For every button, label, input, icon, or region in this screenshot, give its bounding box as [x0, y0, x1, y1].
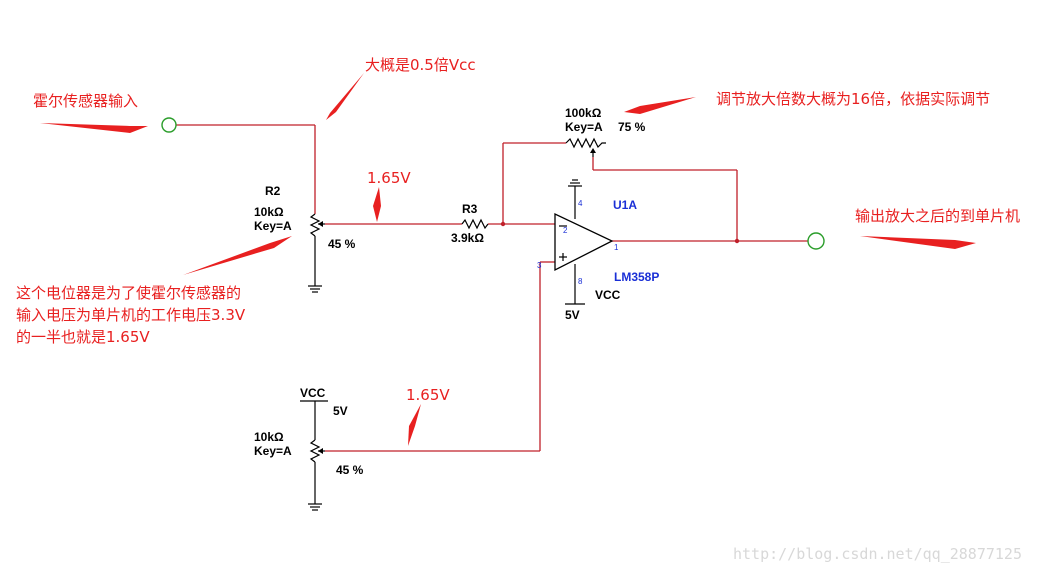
arrow-icon [40, 123, 148, 133]
opamp-part: LM358P [614, 270, 659, 284]
feedback-percent: 75 % [618, 120, 646, 134]
feedback-value: 100kΩ [565, 106, 602, 120]
r2-percent: 45 % [328, 237, 356, 251]
arrow-icon [408, 404, 421, 446]
annotation-pot-note-line1: 这个电位器是为了使霍尔传感器的 [16, 284, 241, 302]
opamp-pin-vminus: 8 [578, 277, 583, 286]
supply-pot-name: VCC [300, 386, 326, 400]
supply-op-voltage: 5V [565, 308, 580, 322]
supply-op-name: VCC [595, 288, 621, 302]
r3-value: 3.9kΩ [451, 231, 484, 245]
arrow-icon [373, 187, 381, 222]
feedback-key: Key=A [565, 120, 603, 134]
opamp-icon[interactable] [554, 186, 614, 304]
ground-icon [308, 503, 322, 511]
junction-dot [734, 238, 740, 244]
bottom-pot-value: 10kΩ [254, 430, 284, 444]
arrow-icon [860, 236, 976, 249]
ground-icon [568, 179, 582, 187]
annotation-half-vcc: 大概是0.5倍Vcc [365, 56, 476, 74]
annotation-pot-note-line3: 的一半也就是1.65V [16, 328, 150, 346]
bottom-pot-key: Key=A [254, 444, 292, 458]
arrow-icon [326, 73, 364, 120]
annotation-arrows [40, 73, 976, 446]
r2-potentiometer-icon[interactable] [309, 213, 325, 286]
watermark: http://blog.csdn.net/qq_28877125 [733, 545, 1022, 563]
r2-value: 10kΩ [254, 205, 284, 219]
annotation-output-note: 输出放大之后的到单片机 [855, 207, 1020, 225]
annotation-volt-top: 1.65V [367, 169, 411, 187]
annotation-hall-input: 霍尔传感器输入 [33, 92, 138, 110]
opamp-pin-vplus: 4 [578, 199, 583, 208]
arrow-icon [183, 236, 292, 275]
opamp-pin-pos: 3 [537, 261, 542, 270]
r3-resistor-icon[interactable] [461, 218, 489, 230]
feedback-potentiometer-icon[interactable] [565, 137, 606, 157]
output-terminal-icon[interactable] [807, 232, 825, 250]
opamp-name: U1A [613, 198, 637, 212]
bottom-pot-percent: 45 % [336, 463, 364, 477]
r3-name: R3 [462, 202, 478, 216]
junction-dot [500, 221, 506, 227]
opamp-pin-out: 1 [614, 243, 619, 252]
wires [176, 124, 808, 452]
annotation-gain-note: 调节放大倍数大概为16倍，依据实际调节 [716, 90, 990, 108]
opamp-pin-neg: 2 [563, 226, 568, 235]
r2-name: R2 [265, 184, 281, 198]
input-terminal-icon[interactable] [161, 117, 177, 133]
supply-pot-voltage: 5V [333, 404, 348, 418]
arrow-icon [624, 97, 696, 114]
bottom-potentiometer-icon[interactable] [309, 401, 325, 504]
annotation-volt-bottom: 1.65V [406, 386, 450, 404]
annotation-pot-note-line2: 输入电压为单片机的工作电压3.3V [16, 306, 246, 324]
ground-icon [308, 285, 322, 293]
r2-key: Key=A [254, 219, 292, 233]
